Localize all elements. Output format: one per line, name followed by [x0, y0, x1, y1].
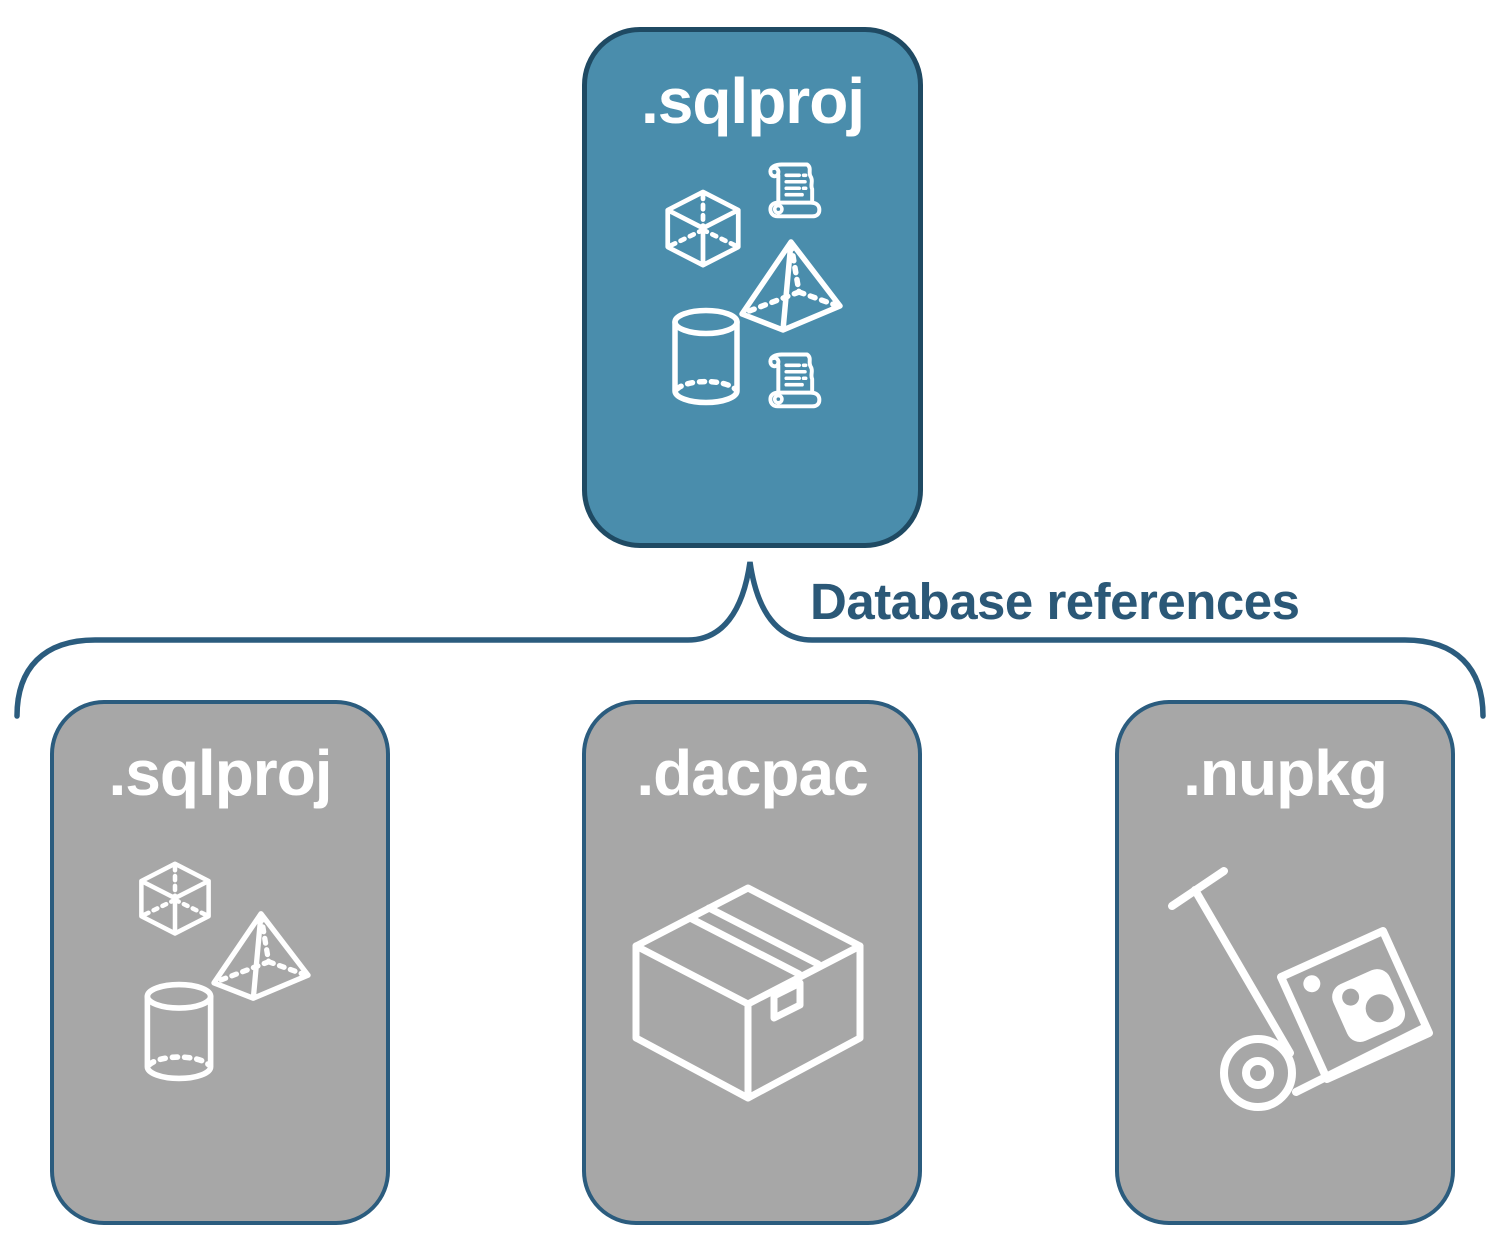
wheel-hub-icon — [1242, 1057, 1274, 1089]
child-node-title: .sqlproj — [108, 737, 332, 809]
cube-icon — [141, 864, 208, 934]
sql-objects-icons — [118, 852, 330, 1092]
wheel-icon — [1220, 1035, 1296, 1111]
child-node-title: .nupkg — [1183, 737, 1388, 809]
package-box-icon — [632, 884, 864, 1102]
child-node-sqlproj: .sqlproj — [50, 700, 390, 1225]
cube-icon — [668, 192, 739, 265]
nuget-logo-icon — [1303, 969, 1406, 1042]
sql-objects-icons — [636, 162, 866, 409]
root-node-title: .sqlproj — [640, 65, 865, 137]
brace-connector-line — [14, 561, 1486, 719]
connector-label: Database references — [810, 573, 1300, 630]
scroll-icon — [768, 162, 822, 219]
package-outline — [1277, 927, 1433, 1083]
scroll-icon — [768, 352, 822, 409]
pyramid-icon — [214, 914, 308, 998]
pyramid-icon — [742, 242, 840, 330]
root-node-sqlproj: .sqlproj — [582, 27, 923, 548]
cylinder-icon — [675, 311, 737, 403]
child-node-title: .dacpac — [636, 737, 868, 809]
cylinder-icon — [147, 985, 210, 1079]
hand-truck-nuget-icon — [1168, 867, 1433, 1111]
